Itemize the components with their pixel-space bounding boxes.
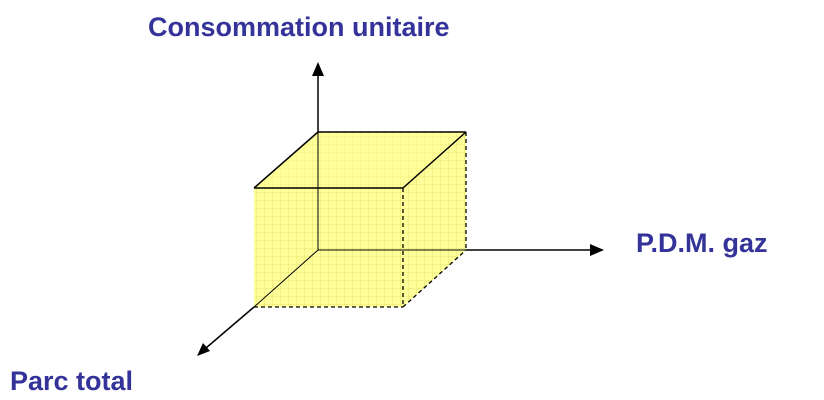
vertical-axis-arrowhead	[312, 62, 324, 76]
cube-right-face	[403, 132, 466, 307]
horizontal-axis-label: P.D.M. gaz	[636, 228, 768, 258]
cube-back-depth-edge	[253, 249, 319, 308]
horizontal-axis-arrowhead	[590, 244, 604, 256]
depth-axis-line	[205, 306, 255, 349]
cube-top-left-edge	[253, 131, 319, 189]
cube-front-face	[254, 188, 403, 307]
depth-axis-label: Parc total	[10, 366, 134, 396]
depth-axis-arrowhead	[197, 343, 210, 356]
cube-right-bottom-dashed-edge	[402, 249, 467, 308]
cube-top-face	[254, 132, 466, 188]
cube-top-right-edge	[402, 131, 467, 189]
vertical-axis-label: Consommation unitaire	[148, 12, 450, 42]
